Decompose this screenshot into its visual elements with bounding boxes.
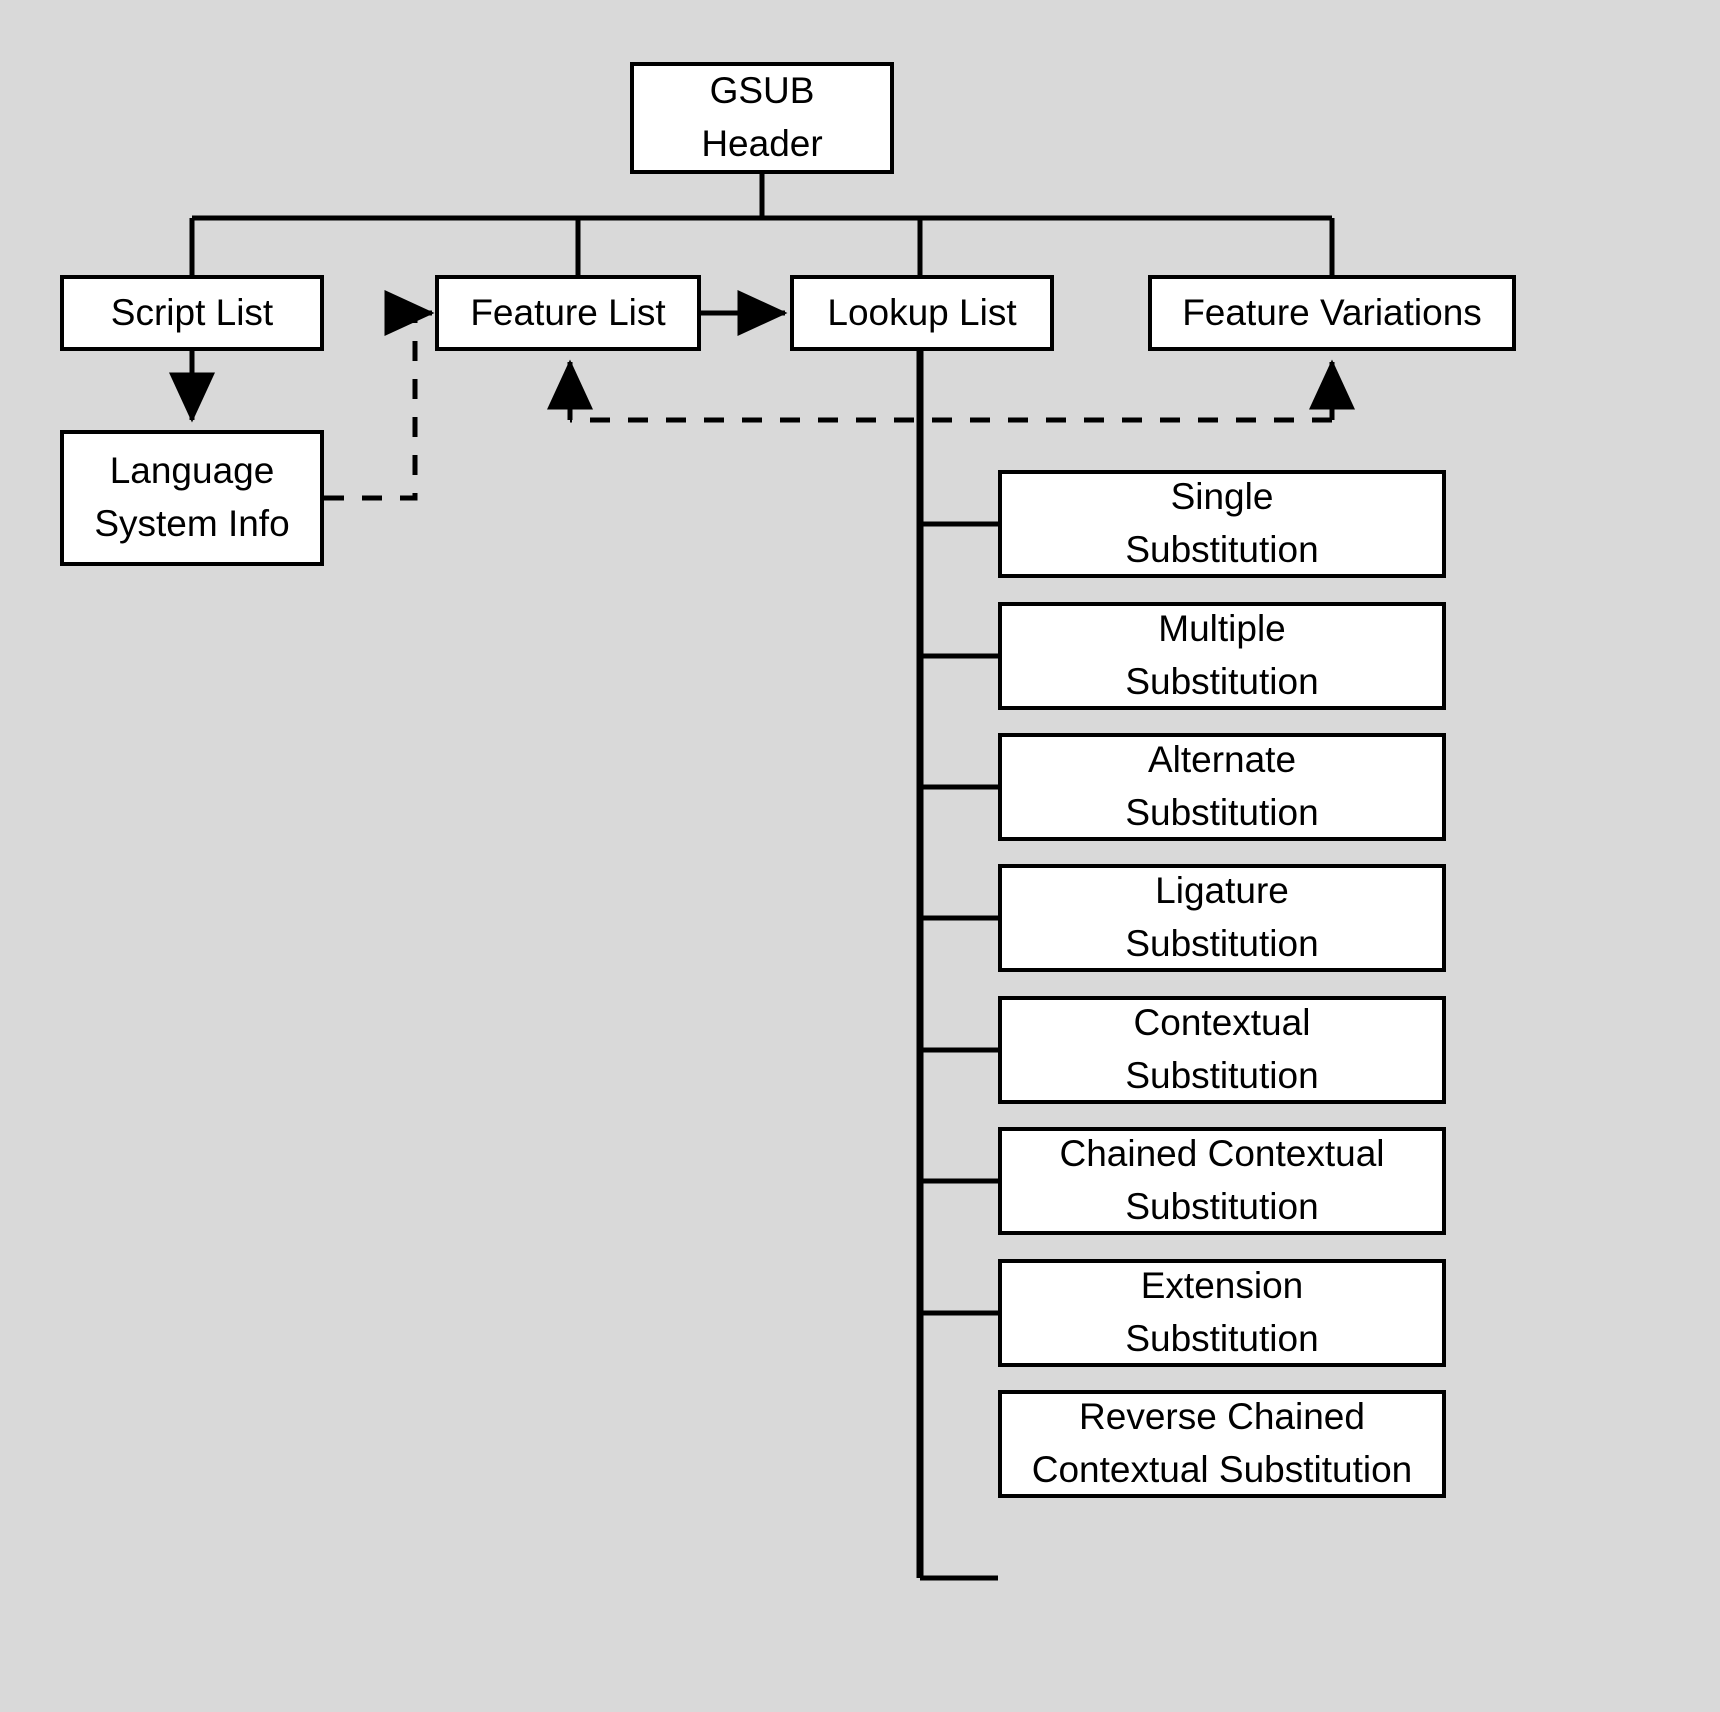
node-feature-variations[interactable]: Feature Variations bbox=[1148, 275, 1516, 351]
node-lookup-list-label: Lookup List bbox=[827, 291, 1017, 333]
edge-feature-variations-to-feature-list bbox=[567, 378, 1335, 423]
node-reverse-chained-contextual-substitution[interactable]: Reverse Chained Contextual Substitution bbox=[998, 1390, 1446, 1498]
edge-language-system-info-to-feature-list bbox=[324, 313, 418, 501]
node-multiple-substitution[interactable]: Multiple Substitution bbox=[998, 602, 1446, 710]
node-contextual-substitution-line2: Substitution bbox=[1125, 1055, 1319, 1096]
node-single-substitution[interactable]: Single Substitution bbox=[998, 470, 1446, 578]
node-chained-contextual-substitution-line1: Chained Contextual bbox=[1059, 1133, 1385, 1175]
node-script-list-label: Script List bbox=[110, 291, 274, 333]
node-lookup-list[interactable]: Lookup List bbox=[790, 275, 1054, 351]
node-language-system-info-line2: System Info bbox=[94, 503, 290, 544]
node-language-system-info-line1: Language bbox=[109, 450, 275, 492]
node-alternate-substitution-line2: Substitution bbox=[1125, 792, 1319, 833]
node-ligature-substitution[interactable]: Ligature Substitution bbox=[998, 864, 1446, 972]
node-gsub-header-line1: GSUB bbox=[709, 70, 815, 112]
node-feature-list[interactable]: Feature List bbox=[435, 275, 701, 351]
node-extension-substitution-line1: Extension bbox=[1140, 1265, 1304, 1307]
node-extension-substitution[interactable]: Extension Substitution bbox=[998, 1259, 1446, 1367]
node-language-system-info[interactable]: Language System Info bbox=[60, 430, 324, 566]
node-chained-contextual-substitution[interactable]: Chained Contextual Substitution bbox=[998, 1127, 1446, 1235]
node-reverse-chained-contextual-substitution-line1: Reverse Chained bbox=[1079, 1396, 1365, 1438]
node-multiple-substitution-line1: Multiple bbox=[1158, 608, 1286, 650]
edge-lookup-list-branches bbox=[920, 521, 998, 1581]
edge-gsub-header-bus bbox=[189, 174, 1335, 275]
node-single-substitution-line2: Substitution bbox=[1125, 529, 1319, 570]
edge-feature-variations-arrowheads bbox=[547, 359, 1355, 410]
node-contextual-substitution-line1: Contextual bbox=[1133, 1002, 1311, 1044]
node-ligature-substitution-line1: Ligature bbox=[1155, 870, 1289, 912]
node-reverse-chained-contextual-substitution-line2: Contextual Substitution bbox=[1031, 1449, 1413, 1490]
node-feature-list-label: Feature List bbox=[470, 291, 666, 333]
node-extension-substitution-line2: Substitution bbox=[1125, 1318, 1319, 1359]
node-chained-contextual-substitution-line2: Substitution bbox=[1125, 1186, 1319, 1227]
node-single-substitution-line1: Single bbox=[1170, 476, 1274, 518]
node-ligature-substitution-line2: Substitution bbox=[1125, 923, 1319, 964]
node-gsub-header[interactable]: GSUB Header bbox=[630, 62, 894, 174]
node-feature-variations-label: Feature Variations bbox=[1182, 291, 1482, 333]
node-gsub-header-line2: Header bbox=[701, 123, 823, 164]
node-alternate-substitution-line1: Alternate bbox=[1147, 739, 1297, 781]
node-multiple-substitution-line2: Substitution bbox=[1125, 661, 1319, 702]
node-script-list[interactable]: Script List bbox=[60, 275, 324, 351]
node-alternate-substitution[interactable]: Alternate Substitution bbox=[998, 733, 1446, 841]
node-contextual-substitution[interactable]: Contextual Substitution bbox=[998, 996, 1446, 1104]
